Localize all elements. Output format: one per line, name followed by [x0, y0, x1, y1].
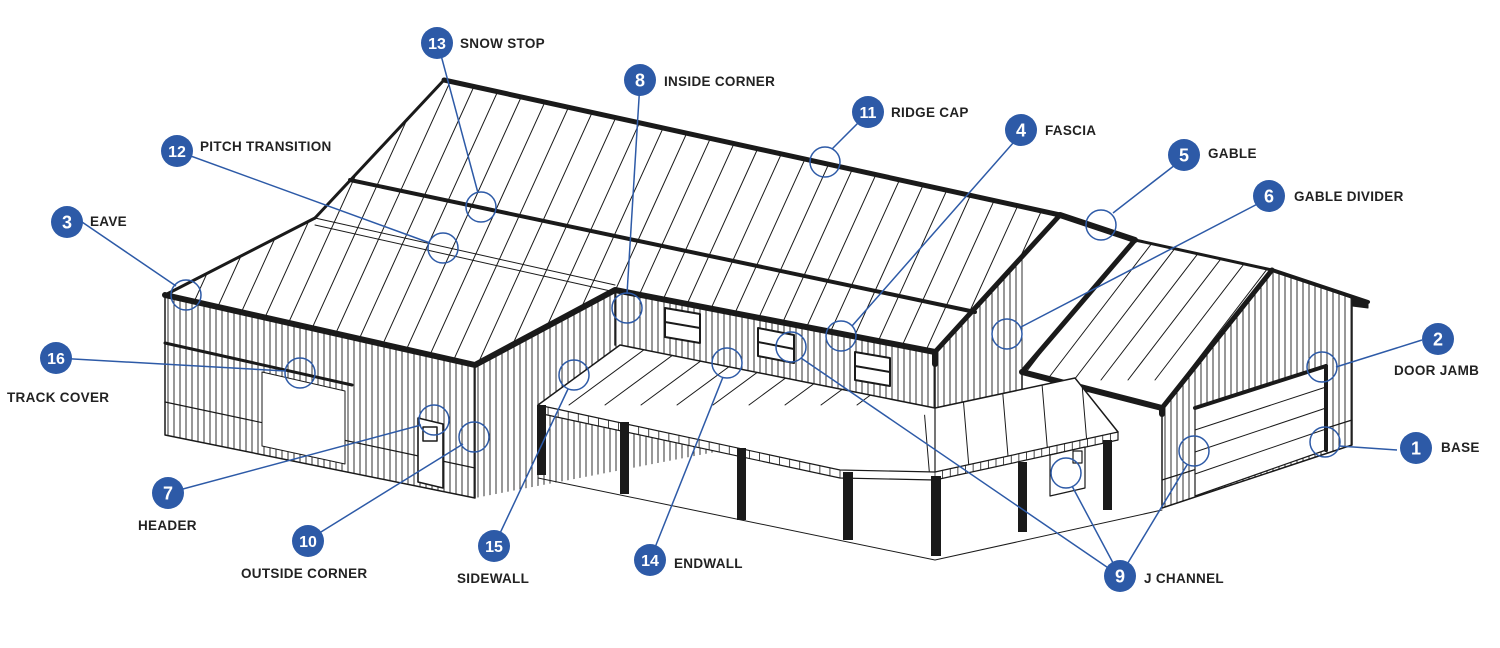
callout-track-cover: 16 TRACK COVER: [7, 342, 109, 405]
svg-text:1: 1: [1411, 439, 1421, 459]
svg-text:J CHANNEL: J CHANNEL: [1144, 571, 1224, 586]
svg-text:4: 4: [1016, 121, 1026, 141]
callout-endwall: 14 ENDWALL: [634, 544, 743, 576]
svg-text:13: 13: [428, 36, 446, 53]
svg-text:FASCIA: FASCIA: [1045, 123, 1096, 138]
svg-text:TRACK COVER: TRACK COVER: [7, 390, 109, 405]
callout-ridge-cap: 11 RIDGE CAP: [852, 96, 969, 128]
svg-text:2: 2: [1433, 330, 1443, 350]
gable-wall: [937, 215, 1023, 410]
svg-text:14: 14: [641, 553, 659, 570]
svg-text:11: 11: [860, 105, 877, 122]
svg-text:12: 12: [168, 144, 186, 161]
svg-text:DOOR JAMB: DOOR JAMB: [1394, 363, 1479, 378]
svg-text:BASE: BASE: [1441, 440, 1480, 455]
callout-leaders: [55, 43, 1423, 577]
svg-text:EAVE: EAVE: [90, 214, 127, 229]
callout-base: 1 BASE: [1400, 432, 1480, 464]
callout-pitch-transition: 12 PITCH TRANSITION: [161, 135, 332, 167]
svg-text:7: 7: [163, 484, 173, 504]
svg-text:ENDWALL: ENDWALL: [674, 556, 743, 571]
svg-text:GABLE DIVIDER: GABLE DIVIDER: [1294, 189, 1404, 204]
svg-text:5: 5: [1179, 146, 1189, 166]
callout-outside-corner: 10 OUTSIDE CORNER: [241, 525, 367, 581]
porch-roof: [537, 344, 1163, 561]
callout-gable: 5 GABLE: [1168, 139, 1257, 171]
svg-text:OUTSIDE CORNER: OUTSIDE CORNER: [241, 566, 367, 581]
svg-text:16: 16: [47, 351, 65, 368]
svg-text:INSIDE CORNER: INSIDE CORNER: [664, 74, 775, 89]
svg-text:SNOW STOP: SNOW STOP: [460, 36, 545, 51]
callout-inside-corner: 8 INSIDE CORNER: [624, 64, 775, 96]
garage-opening: [261, 371, 346, 465]
callout-labels: 1 BASE 2 DOOR JAMB 3 EAVE 4 FASCIA 5 GAB…: [7, 27, 1480, 592]
callout-gable-divider: 6 GABLE DIVIDER: [1253, 180, 1404, 212]
callout-snow-stop: 13 SNOW STOP: [421, 27, 545, 59]
callout-fascia: 4 FASCIA: [1005, 114, 1096, 146]
left-sidewall: [163, 294, 476, 499]
callout-header: 7 HEADER: [138, 477, 197, 533]
svg-text:10: 10: [299, 534, 317, 551]
svg-text:8: 8: [635, 71, 645, 91]
svg-text:3: 3: [62, 213, 72, 233]
svg-text:HEADER: HEADER: [138, 518, 197, 533]
svg-text:15: 15: [485, 539, 503, 556]
svg-text:GABLE: GABLE: [1208, 146, 1257, 161]
callout-door-jamb: 2 DOOR JAMB: [1394, 323, 1479, 378]
callout-sidewall: 15 SIDEWALL: [457, 530, 529, 586]
main-roof: [163, 77, 1063, 365]
building-illustration: [162, 77, 1370, 561]
porch-posts: [537, 405, 1112, 556]
right-endwall: [1021, 269, 1353, 509]
svg-text:9: 9: [1115, 567, 1125, 587]
callout-j-channel: 9 J CHANNEL: [1104, 560, 1224, 592]
windows: [664, 307, 891, 387]
callout-eave: 3 EAVE: [51, 206, 127, 238]
svg-text:6: 6: [1264, 187, 1274, 207]
svg-text:SIDEWALL: SIDEWALL: [457, 571, 529, 586]
svg-text:PITCH TRANSITION: PITCH TRANSITION: [200, 139, 332, 154]
svg-text:RIDGE CAP: RIDGE CAP: [891, 105, 969, 120]
